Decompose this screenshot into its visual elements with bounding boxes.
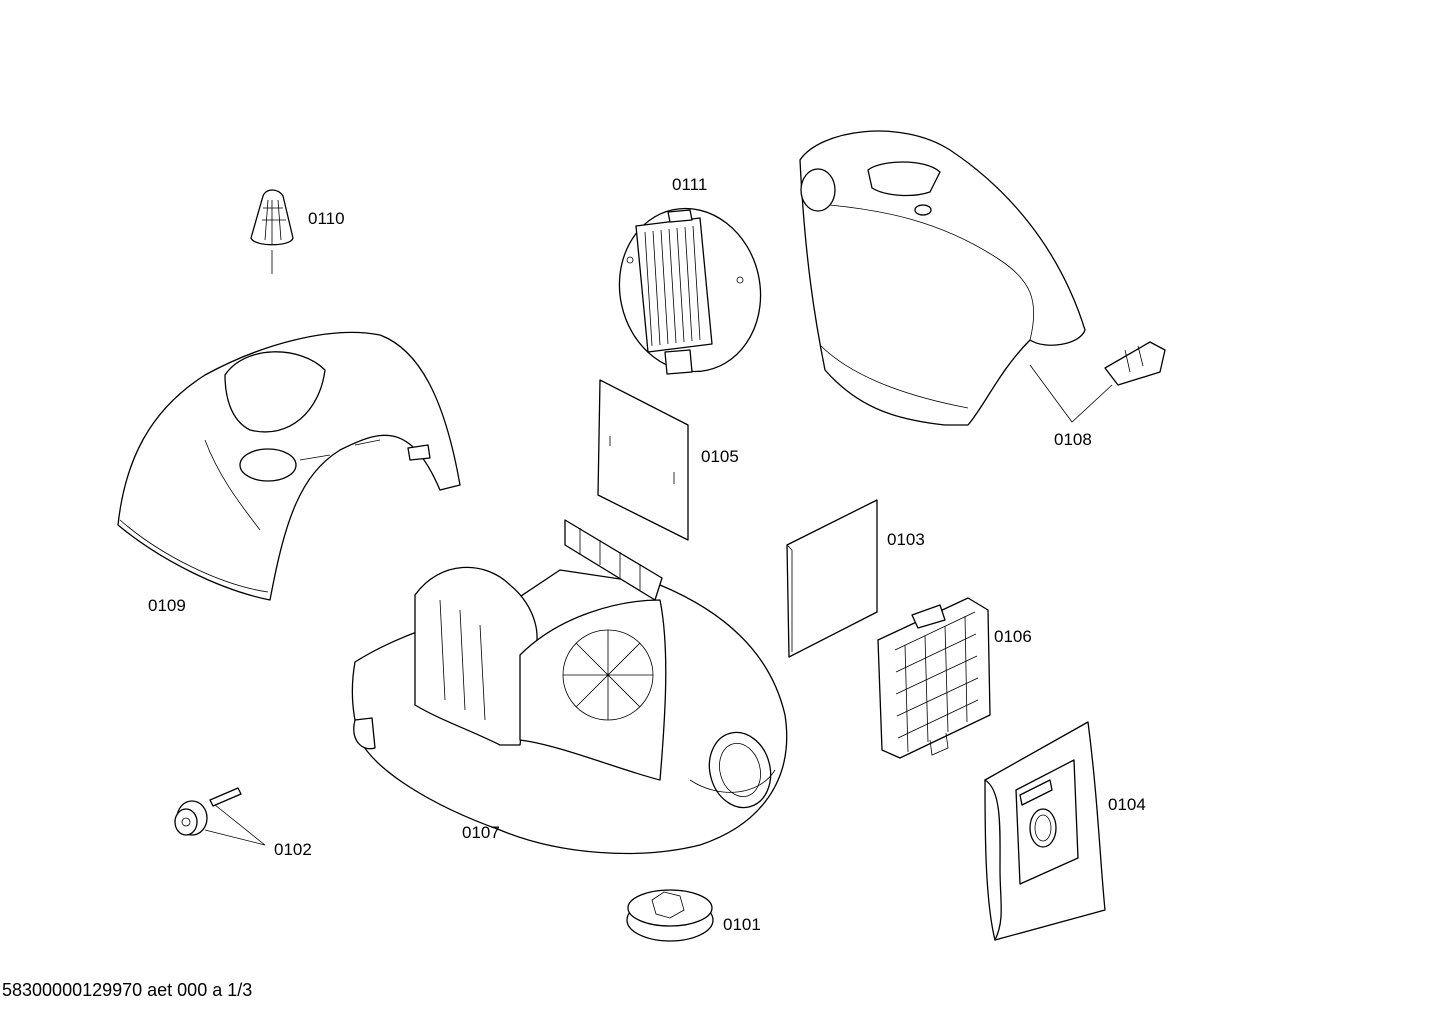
label-0107: 0107	[462, 823, 500, 842]
label-0105: 0105	[701, 447, 739, 466]
part-0101-filter-cap	[626, 889, 714, 942]
part-0106-filter-frame	[877, 597, 991, 759]
part-0103-flat-filter	[786, 499, 878, 658]
part-0111-grille-filter	[618, 207, 762, 375]
part-0102-wheel-set	[174, 787, 266, 846]
part-0105-filter-pad	[597, 379, 689, 541]
label-0106: 0106	[994, 627, 1032, 646]
document-footer-code: 58300000129970 aet 000 a 1/3	[2, 980, 253, 1000]
label-0109: 0109	[148, 596, 186, 615]
part-0107-housing-base	[351, 519, 788, 855]
label-0110: 0110	[308, 209, 345, 228]
part-0108-top-cover	[799, 130, 1166, 426]
label-0108: 0108	[1054, 430, 1092, 449]
label-0111: 0111	[672, 175, 707, 194]
label-0102: 0102	[274, 840, 312, 859]
label-0104: 0104	[1108, 795, 1146, 814]
label-0101: 0101	[723, 915, 761, 934]
label-0103: 0103	[887, 530, 925, 549]
part-0110-knob	[250, 189, 294, 274]
part-0109-lid-shell	[117, 331, 461, 601]
part-0104-dust-bag	[984, 721, 1106, 941]
